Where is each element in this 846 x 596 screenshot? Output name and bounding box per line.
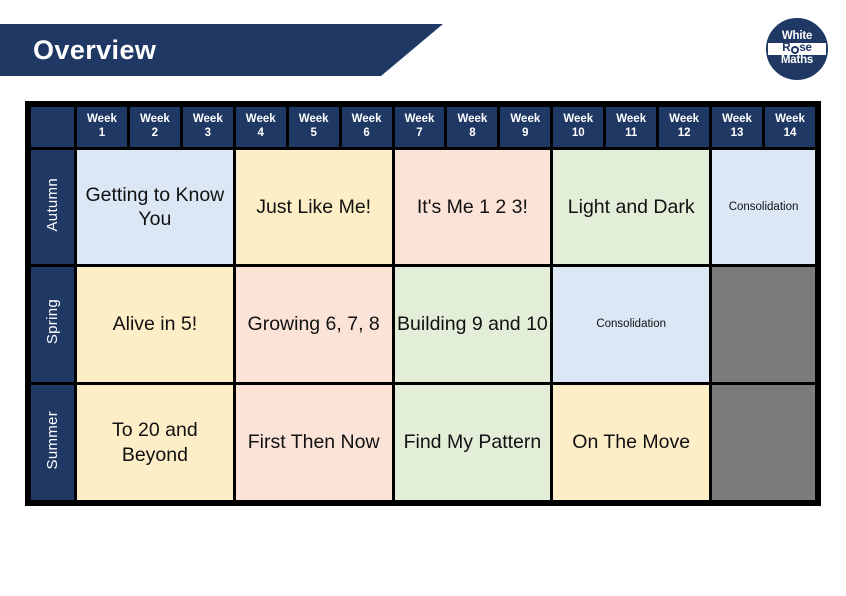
- logo-line-maths: Maths: [780, 53, 814, 66]
- logo-line-white: White: [781, 30, 813, 43]
- week-word: Week: [722, 113, 752, 126]
- block-cell[interactable]: On The Move: [553, 385, 710, 500]
- season-label-text: Summer: [44, 410, 61, 470]
- week-number: 1: [98, 127, 106, 139]
- block-cell[interactable]: Building 9 and 10: [394, 267, 551, 382]
- logo-rose-r: R: [782, 42, 791, 55]
- season-label-summer: Summer: [31, 385, 74, 500]
- week-word: Week: [669, 113, 700, 126]
- week-word: Week: [298, 113, 329, 126]
- block-cell[interactable]: Getting to Know You: [77, 150, 233, 264]
- week-number: 9: [522, 127, 529, 139]
- logo-rose-se: se: [799, 42, 812, 55]
- week-word: Week: [404, 113, 435, 126]
- week-number: 5: [310, 127, 317, 139]
- empty-block-cell: [712, 267, 815, 382]
- week-word: Week: [139, 113, 170, 126]
- block-cell[interactable]: Consolidation: [553, 267, 710, 382]
- season-label-text: Spring: [44, 299, 61, 345]
- week-word: Week: [457, 113, 488, 126]
- week-word: Week: [87, 113, 117, 126]
- block-cell[interactable]: Light and Dark: [553, 150, 710, 264]
- rose-icon: [790, 46, 799, 54]
- block-cell[interactable]: First Then Now: [235, 385, 392, 500]
- week-number: 12: [677, 127, 691, 139]
- week-number: 6: [363, 127, 370, 139]
- week-number: 8: [469, 127, 476, 139]
- season-label-text: Autumn: [44, 177, 61, 232]
- week-number: 3: [204, 127, 211, 139]
- week-word: Week: [563, 113, 594, 126]
- season-label-spring: Spring: [31, 267, 74, 382]
- week-word: Week: [510, 113, 541, 126]
- block-cell[interactable]: To 20 and Beyond: [77, 385, 233, 500]
- week-word: Week: [245, 113, 276, 126]
- week-word: Week: [351, 113, 382, 126]
- page-title: Overview: [33, 34, 157, 65]
- header-banner: Overview: [0, 24, 443, 76]
- block-cell[interactable]: Consolidation: [712, 150, 815, 264]
- week-word: Week: [775, 113, 805, 126]
- week-number: 4: [257, 127, 264, 139]
- week-number: 13: [730, 127, 744, 139]
- week-number: 10: [571, 127, 585, 139]
- block-cell[interactable]: It's Me 1 2 3!: [394, 150, 551, 264]
- week-word: Week: [192, 113, 223, 126]
- season-label-autumn: Autumn: [31, 150, 74, 264]
- week-number: 11: [625, 127, 638, 139]
- week-word: Week: [616, 113, 647, 126]
- week-number: 7: [416, 127, 423, 139]
- block-cell[interactable]: Just Like Me!: [235, 150, 392, 264]
- empty-block-cell: [712, 385, 815, 500]
- block-cell[interactable]: Growing 6, 7, 8: [235, 267, 392, 382]
- block-cell[interactable]: Find My Pattern: [394, 385, 551, 500]
- block-cell[interactable]: Alive in 5!: [77, 267, 233, 382]
- corner-header-cell: [31, 107, 74, 147]
- week-number: 14: [783, 127, 797, 139]
- week-number: 2: [151, 127, 159, 139]
